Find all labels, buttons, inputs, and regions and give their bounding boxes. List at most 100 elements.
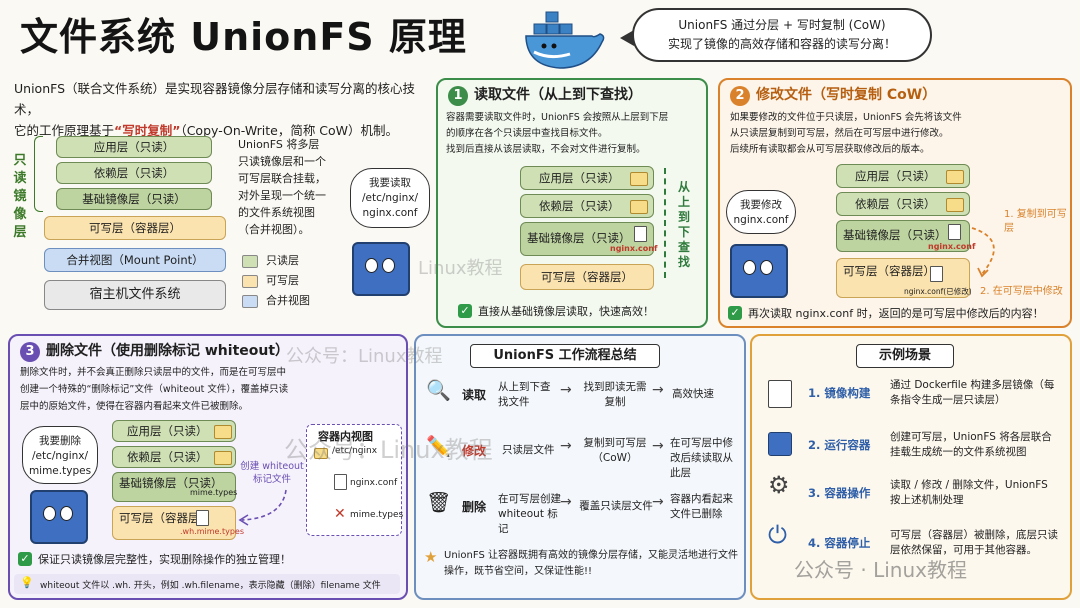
watermark: 公众号：Linux教程 [284,436,493,464]
intro-line-2-a: 它的工作原理基于 [14,123,115,138]
read-layer-base: 基础镜像层（只读） [520,222,654,256]
legend-label: 可写层 [266,274,299,287]
file-icon [948,224,961,240]
trash-icon: 🗑 [426,490,452,514]
arrow-icon: → [652,438,664,454]
container-robot-icon [352,242,410,296]
delete-layer-deps: 依赖层（只读） [112,446,236,468]
summary-row-delete: 🗑 删除 在可写层创建whiteout 标记 → 覆盖只读层文件 → 容器内看起… [420,482,740,540]
container-robot-icon [30,490,88,544]
file-icon [634,226,647,242]
container-cube-icon [768,432,792,456]
delete-layer-writable: 可写层（容器层） [112,506,236,540]
summary-title: UnionFS 工作流程总结 [470,344,660,368]
modify-layer-writable: 可写层（容器层） [836,258,970,298]
intro-line-1: UnionFS（联合文件系统）是实现容器镜像分层存储和读写分离的核心技术， [14,81,416,117]
modify-step-1: 1. 复制到可写层 [1004,209,1067,234]
read-speech-bubble: 我要读取 /etc/nginx/ nginx.conf [350,168,430,228]
intro-text: UnionFS（联合文件系统）是实现容器镜像分层存储和读写分离的核心技术， 它的… [14,78,434,141]
legend-swatch [242,274,258,288]
example-label: 4. 容器停止 [808,536,871,550]
tip-text: whiteout 文件以 .wh. 开头，例如 .wh.filename，表示隐… [40,581,381,591]
delete-desc-line: 删除文件时，并不会真正删除只读层中的文件，而是在可写层中 [20,367,287,378]
intro-highlight: “写时复制” [114,123,181,138]
watermark: Linux教程 [418,258,503,279]
read-file-label: nginx.conf [610,244,658,253]
folder-icon [314,448,328,459]
legend-readonly: 只读层 [242,252,299,268]
check-icon: ✓ [458,304,472,318]
folder-icon [214,425,232,439]
summary-step-a: 只读层文件 [502,444,555,456]
delete-file-label: mime.types [190,488,238,497]
whiteout-file-icon [196,510,209,526]
overview-layer-merged: 合并视图（Mount Point） [44,248,226,272]
container-view-title: 容器内视图 [318,430,373,443]
delete-layer-app: 应用层（只读） [112,420,236,442]
summary-step-a: 从上到下查找文件 [498,381,551,408]
create-whiteout-label: 创建 whiteout 标记文件 [240,461,304,485]
summary-step-c: 容器内看起来文件已删除 [670,493,733,520]
read-desc-line: 容器需要读取文件时，UnionFS 会按照从上层到下层 [446,112,669,123]
summary-panel [414,334,746,600]
modify-layer-app: 应用层（只读） [836,164,970,188]
legend-writable: 可写层 [242,272,299,288]
modify-title-text: 修改文件（写时复制 CoW） [756,87,937,103]
arrow-icon: → [560,438,572,454]
delete-footer: 保证只读镜像层完整性，实现删除操作的独立管理！ [38,553,291,566]
lightbulb-icon: 💡 [20,576,34,589]
star-icon: ★ [424,548,438,566]
summary-row-read: 🔍 读取 从上到下查找文件 → 找到即读无需复制 → 高效快速 [420,370,740,428]
delete-title-text: 删除文件（使用删除标记 whiteout） [46,343,290,359]
example-desc: 通过 Dockerfile 构建多层镜像（每条指令生成一层只读层） [890,379,1055,406]
deleted-x-icon: ✕ [334,506,346,522]
folder-icon [214,451,232,465]
overview-description: UnionFS 将多层 只读镜像层和一个 可写层联合挂载， 对外呈现一个统一 的… [238,136,348,238]
container-view-box [306,424,402,536]
summary-step-c: 在可写层中修改后续读取从此层 [670,437,733,479]
modify-desc-line: 如果要修改的文件位于只读层，UnionFS 会先将该文件 [730,112,962,123]
gear-icon: ⚙ [768,471,790,499]
check-icon: ✓ [18,552,32,566]
tip-box [14,574,400,594]
watermark: 公众号 · Linux教程 [794,558,967,582]
readonly-brace [34,136,43,212]
summary-step-c: 高效快速 [672,388,714,400]
modify-footer: 再次读取 nginx.conf 时，返回的是可写层中修改后的内容！ [748,307,1044,320]
overview-layer-writable: 可写层（容器层） [44,216,226,240]
modify-file-modified: nginx.conf(已修改) [904,287,972,296]
modify-desc-line: 从只读层复制到可写层，然后在可写层中进行修改。 [730,128,949,139]
example-label: 2. 运行容器 [808,438,871,452]
example-label: 3. 容器操作 [808,486,871,500]
overview-desc-line: 可写层联合挂载， [238,172,326,185]
summary-step-a: 在可写层创建whiteout 标记 [498,493,561,535]
check-icon: ✓ [728,306,742,320]
container-robot-icon [730,244,788,298]
summary-op: 读取 [462,388,487,402]
example-row-stop: ⏻ 4. 容器停止 可写层（容器层）被删除，底层只读层依然保留，可用于其他容器。 [760,523,1060,578]
read-title-text: 读取文件（从上到下查找） [474,87,642,103]
delete-desc-line: 创建一个特殊的“删除标记”文件（whiteout 文件），覆盖掉只读 [20,384,289,395]
read-search-arrow [664,168,666,278]
summary-row-modify: ✏️ 修改 只读层文件 → 复制到可写层（CoW） → 在可写层中修改后续读取从… [420,426,740,484]
read-footer: 直接从基础镜像层读取，快速高效！ [478,305,654,318]
summary-step-b: 找到即读无需复制 [583,381,647,408]
intro-line-2: 它的工作原理基于“写时复制”（Copy-On-Write，简称 CoW）机制。 [14,120,434,141]
delete-layer-base: 基础镜像层（只读） [112,472,236,502]
modify-layer-base: 基础镜像层（只读） [836,220,970,252]
modify-step-2: 2. 在可写层中修改 [980,286,1063,297]
example-label: 1. 镜像构建 [808,386,871,400]
folder-icon [946,198,964,212]
example-desc: 读取 / 修改 / 删除文件，UnionFS 按上述机制处理 [890,479,1048,506]
overview-layer-host: 宿主机文件系统 [44,280,226,310]
overview-layer-base: 基础镜像层（只读） [56,188,212,210]
bubble-line-1: UnionFS 通过分层 + 写时复制 (CoW) [678,18,886,32]
summary-step-b: 复制到可写层（CoW） [583,437,647,464]
examples-panel [750,334,1072,600]
delete-desc-line: 层中的原始文件，使得在容器内看起来文件已被删除。 [20,401,249,412]
example-desc: 创建可写层，UnionFS 将各层联合挂载生成统一的文件系统视图 [890,431,1052,458]
modify-file-label: nginx.conf [928,242,976,251]
file-icon [334,474,347,490]
